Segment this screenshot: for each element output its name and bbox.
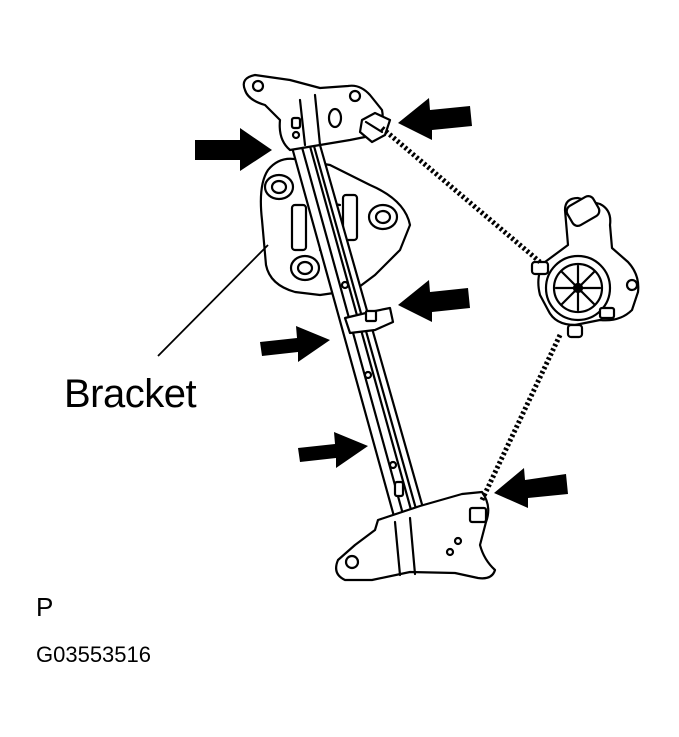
arrow-mid-right bbox=[398, 280, 470, 322]
bracket-leader-line bbox=[157, 244, 269, 357]
figure-code: G03553516 bbox=[36, 642, 151, 667]
arrow-lower-left bbox=[298, 432, 368, 468]
cable-lower bbox=[479, 333, 563, 502]
top-mounting-plate bbox=[242, 73, 384, 152]
corner-mark: P bbox=[36, 592, 54, 622]
mid-slider bbox=[343, 306, 395, 335]
top-pulley bbox=[358, 111, 392, 144]
cable-upper bbox=[380, 126, 542, 264]
window-motor bbox=[530, 195, 640, 339]
arrow-top-left bbox=[195, 128, 272, 171]
bracket-label: Bracket bbox=[64, 372, 197, 416]
arrow-top-right bbox=[398, 98, 472, 140]
bottom-mounting-plate bbox=[335, 490, 497, 582]
arrow-mid-left bbox=[260, 326, 330, 362]
arrow-bottom-right bbox=[494, 468, 568, 508]
